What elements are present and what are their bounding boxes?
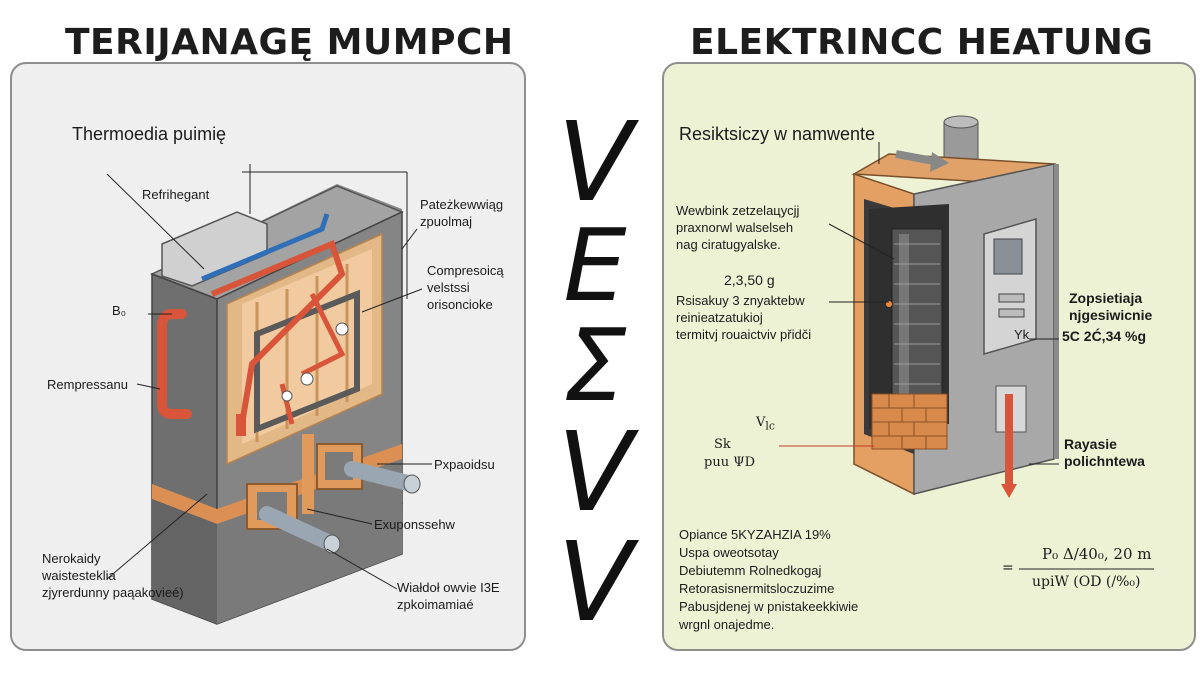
heat-pump-panel: Thermoedia puimię Refrihegant Pateżkewwi… [10, 62, 526, 651]
formula-right-bottom: upiW (OD (/%₀) [1032, 574, 1141, 590]
compressor-right-label: Compresoicą velstssi orisoncioke [427, 263, 504, 312]
top-right-label: Pateżkewwiąg zpuolmaj [420, 197, 504, 229]
panel-value: 5C 2Ć,34 %g [1062, 328, 1147, 344]
formula-equals: = [1002, 560, 1014, 576]
b0-label: B₀ [112, 303, 127, 318]
refrigerant-label: Refrihegant [142, 187, 210, 202]
left-title: TERIJANAGĘ MUMPCH [65, 22, 514, 63]
vs-letter-4: V [557, 408, 639, 536]
bottom-left-label: Nerokaidy waistesteklia zjyrerdunny paąa… [42, 551, 184, 600]
right-title: ELEKTRINCC HEATUNG [690, 22, 1154, 63]
electric-heating-panel: Resiktsiczy w namwente Wewbink zetzelaцу… [662, 62, 1196, 651]
vs-letter-3: Σ [563, 307, 626, 424]
formula-right-top: P₀ Δ/40₀, 20 m [1042, 545, 1152, 563]
formula-left-top: Vlc [756, 415, 775, 433]
heat-pump-heading: Thermoedia puimię [72, 124, 227, 144]
electric-heater-illustration [779, 115, 1154, 570]
bottom-right-label: Wiałdoł owvie I3E zpkoimamiaé [397, 580, 500, 612]
vs-letter-1: V [557, 98, 639, 226]
yk-label: Yk [1014, 327, 1030, 342]
rempressanu-label: Rempressanu [47, 377, 128, 392]
rayasie-label: Rayasie polichntewa [1064, 436, 1145, 469]
description-2: Rsisakuy 3 znyaktebw reinieatzatukioj te… [676, 293, 812, 342]
heat-pump-illustration [106, 164, 432, 625]
formula-sk: Sk [714, 437, 731, 452]
electric-heading: Resiktsiczy w namwente [679, 124, 876, 144]
versus-divider: V E Σ V V [557, 98, 639, 640]
value-1: 2,3,50 g [724, 272, 775, 288]
bottom-description: Opiance 5KYZAHZIA 19% Uspa oweotsotay De… [679, 527, 859, 632]
expansion-label-1: Pxpaoidsu [434, 457, 495, 472]
vs-letter-5: V [557, 518, 639, 640]
vs-letter-2: E [563, 207, 626, 324]
expansion-label-2: Exuponssehw [374, 517, 455, 532]
description-1: Wewbink zetzelaцусjj praxnorwl walselseh… [676, 203, 800, 252]
panel-label: Zopsietiaja njgesiwicnie [1069, 290, 1153, 323]
formula-left-bottom: puu ΨD [704, 455, 756, 470]
